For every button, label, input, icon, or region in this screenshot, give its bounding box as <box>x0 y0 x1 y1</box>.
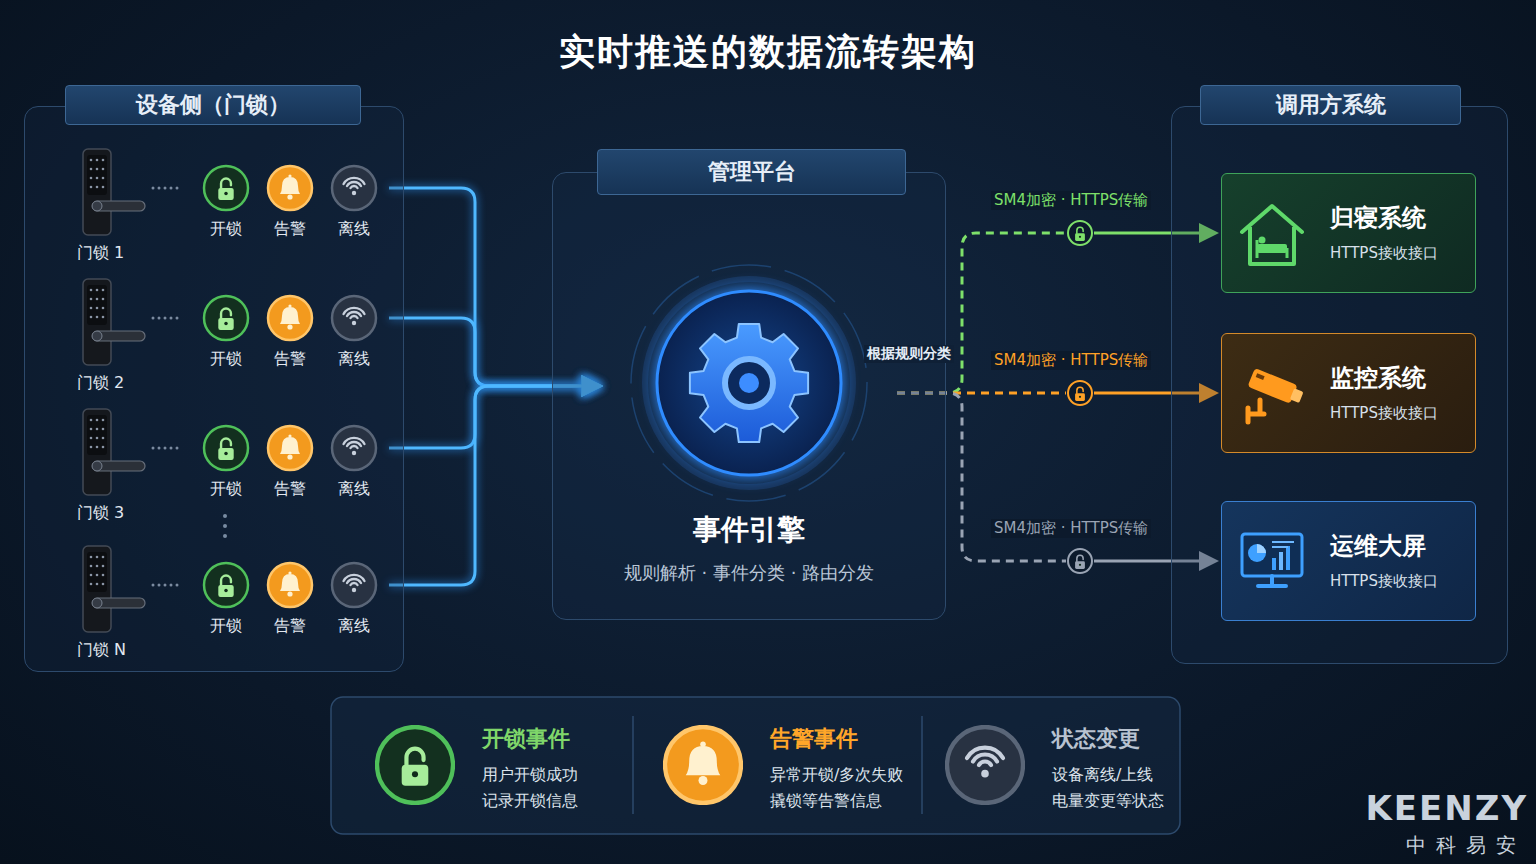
panel-tab: 设备侧（门锁） <box>65 85 361 125</box>
status-label: 离线 <box>324 219 384 240</box>
system-icon <box>1234 356 1310 432</box>
edge-label: SM4加密 · HTTPS传输 <box>991 351 1151 370</box>
legend-icon-holder <box>663 725 743 805</box>
device-row: 门锁 3 开锁告警离线 <box>71 401 389 529</box>
annotation: 根据规则分类 <box>864 345 954 363</box>
card-subtitle: HTTPS接收接口 <box>1330 572 1438 591</box>
panel-tab: 管理平台 <box>597 149 906 195</box>
status-label: 告警 <box>260 349 320 370</box>
legend-body: 设备离线/上线 电量变更等状态 <box>1052 762 1206 814</box>
legend-heading: 告警事件 <box>770 724 858 754</box>
system-icon-holder <box>1234 524 1310 600</box>
device-row: 门锁 2 开锁告警离线 <box>71 271 389 399</box>
status-label: 开锁 <box>196 349 256 370</box>
legend-heading: 开锁事件 <box>482 724 570 754</box>
group-panel: 调用方系统归寝系统HTTPS接收接口监控系统HTTPS接收接口运维大屏HTTPS… <box>1171 106 1508 664</box>
legend-item: 告警事件异常开锁/多次失败 撬锁等告警信息 <box>648 700 936 828</box>
system-icon <box>1234 196 1310 272</box>
legend-heading: 状态变更 <box>1052 724 1140 754</box>
system-card: 归寝系统 HTTPS接收接口 <box>1221 173 1476 293</box>
device-label: 门锁 N <box>77 640 126 661</box>
legend-icon <box>375 725 455 805</box>
legend-icon-holder <box>375 725 455 805</box>
legend-body: 用户开锁成功 记录开锁信息 <box>482 762 636 814</box>
encryption-lock <box>1068 221 1092 245</box>
group-panel: 设备侧（门锁）门锁 1开锁告警离线门锁 2开锁告警离线门锁 3开锁告警离线门锁 … <box>24 106 404 672</box>
card-heading: 监控系统 <box>1330 362 1426 394</box>
device-row: 门锁 N 开锁告警离线 <box>71 538 389 666</box>
diagram-title: 实时推送的数据流转架构 <box>0 28 1536 77</box>
legend-body: 异常开锁/多次失败 撬锁等告警信息 <box>770 762 924 814</box>
system-card: 监控系统 HTTPS接收接口 <box>1221 333 1476 453</box>
divider <box>632 716 634 814</box>
status-label: 开锁 <box>196 479 256 500</box>
legend-item: 开锁事件用户开锁成功 记录开锁信息 <box>360 700 648 828</box>
legend-icon <box>945 725 1025 805</box>
panel-heading: 设备侧（门锁） <box>66 86 360 124</box>
divider <box>921 716 923 814</box>
panel-heading: 管理平台 <box>598 150 905 194</box>
engine-subtitle: 规则解析 · 事件分类 · 路由分发 <box>581 561 917 585</box>
status-label: 离线 <box>324 616 384 637</box>
engine-title: 事件引擎 <box>601 511 897 549</box>
engine-circle: 事件引擎规则解析 · 事件分类 · 路由分发 <box>601 263 897 593</box>
system-icon <box>1234 524 1310 600</box>
system-icon-holder <box>1234 356 1310 432</box>
legend-item: 状态变更设备离线/上线 电量变更等状态 <box>930 700 1218 828</box>
status-label: 开锁 <box>196 219 256 240</box>
panel-heading: 调用方系统 <box>1201 86 1460 124</box>
watermark-name: 中科易安 <box>1406 832 1526 859</box>
gear-illustration-holder <box>601 263 897 505</box>
group-panel: 管理平台事件引擎规则解析 · 事件分类 · 路由分发 <box>552 172 946 620</box>
status-label: 告警 <box>260 479 320 500</box>
device-label: 门锁 2 <box>77 373 124 394</box>
edge-label: SM4加密 · HTTPS传输 <box>991 519 1151 538</box>
encryption-lock <box>1068 549 1092 573</box>
status-label: 告警 <box>260 219 320 240</box>
card-subtitle: HTTPS接收接口 <box>1330 404 1438 423</box>
system-icon-holder <box>1234 196 1310 272</box>
status-label: 离线 <box>324 349 384 370</box>
encryption-lock <box>1068 381 1092 405</box>
legend-icon <box>663 725 743 805</box>
card-heading: 运维大屏 <box>1330 530 1426 562</box>
status-label: 离线 <box>324 479 384 500</box>
device-label: 门锁 1 <box>77 243 124 264</box>
system-card: 运维大屏 HTTPS接收接口 <box>1221 501 1476 621</box>
legend-icon-holder <box>945 725 1025 805</box>
gear-illustration <box>601 263 897 505</box>
edge-label: SM4加密 · HTTPS传输 <box>991 191 1151 210</box>
panel-tab: 调用方系统 <box>1200 85 1461 125</box>
card-subtitle: HTTPS接收接口 <box>1330 244 1438 263</box>
device-label: 门锁 3 <box>77 503 124 524</box>
watermark-logo: KEENZY <box>1365 788 1528 828</box>
device-row: 门锁 1 开锁告警离线 <box>71 141 389 269</box>
status-label: 告警 <box>260 616 320 637</box>
status-label: 开锁 <box>196 616 256 637</box>
card-heading: 归寝系统 <box>1330 202 1426 234</box>
